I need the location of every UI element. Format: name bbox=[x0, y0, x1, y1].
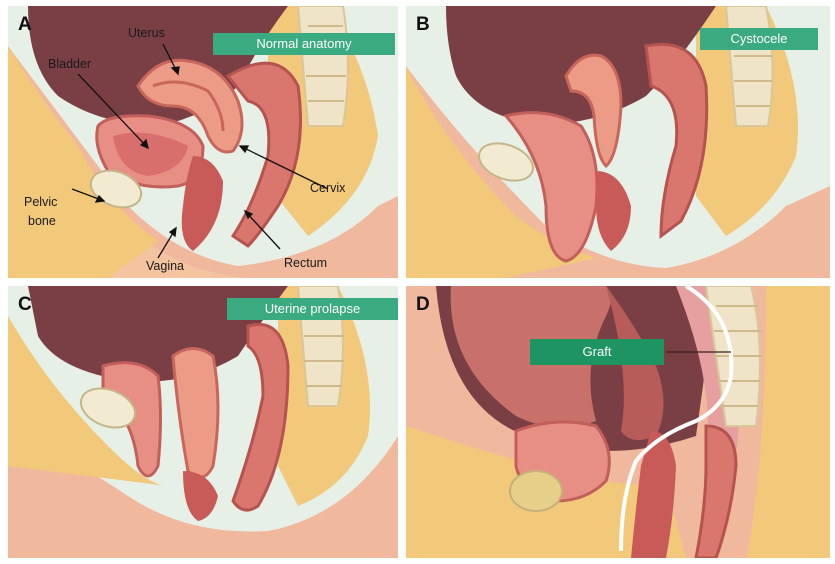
banner-cystocele: Cystocele bbox=[700, 28, 818, 50]
panel-letter-d: D bbox=[416, 294, 430, 315]
cystocele-illustration bbox=[406, 6, 830, 278]
graft-illustration bbox=[406, 286, 830, 558]
panel-letter-b: B bbox=[416, 14, 430, 35]
uterine-prolapse-illustration bbox=[8, 286, 398, 558]
label-bladder: Bladder bbox=[48, 57, 92, 71]
panel-d-graft: D Graft bbox=[406, 286, 830, 558]
panel-letter-c: C bbox=[18, 294, 32, 315]
banner-graft: Graft bbox=[530, 339, 664, 365]
banner-uterine-prolapse: Uterine prolapse bbox=[227, 298, 398, 320]
banner-normal-anatomy: Normal anatomy bbox=[213, 33, 395, 55]
panel-a-normal-anatomy: A Normal anatomy Uterus Bladder Cervix P… bbox=[8, 6, 398, 278]
label-pelvic-bone-line2: bone bbox=[28, 214, 56, 228]
panel-b-cystocele: B Cystocele bbox=[406, 6, 830, 278]
label-uterus: Uterus bbox=[128, 26, 165, 40]
panel-c-uterine-prolapse: C Uterine prolapse bbox=[8, 286, 398, 558]
label-rectum: Rectum bbox=[284, 256, 328, 270]
label-vagina: Vagina bbox=[146, 259, 184, 273]
label-cervix: Cervix bbox=[310, 181, 346, 195]
panel-letter-a: A bbox=[18, 14, 32, 35]
label-pelvic-bone-line1: Pelvic bbox=[24, 195, 58, 209]
